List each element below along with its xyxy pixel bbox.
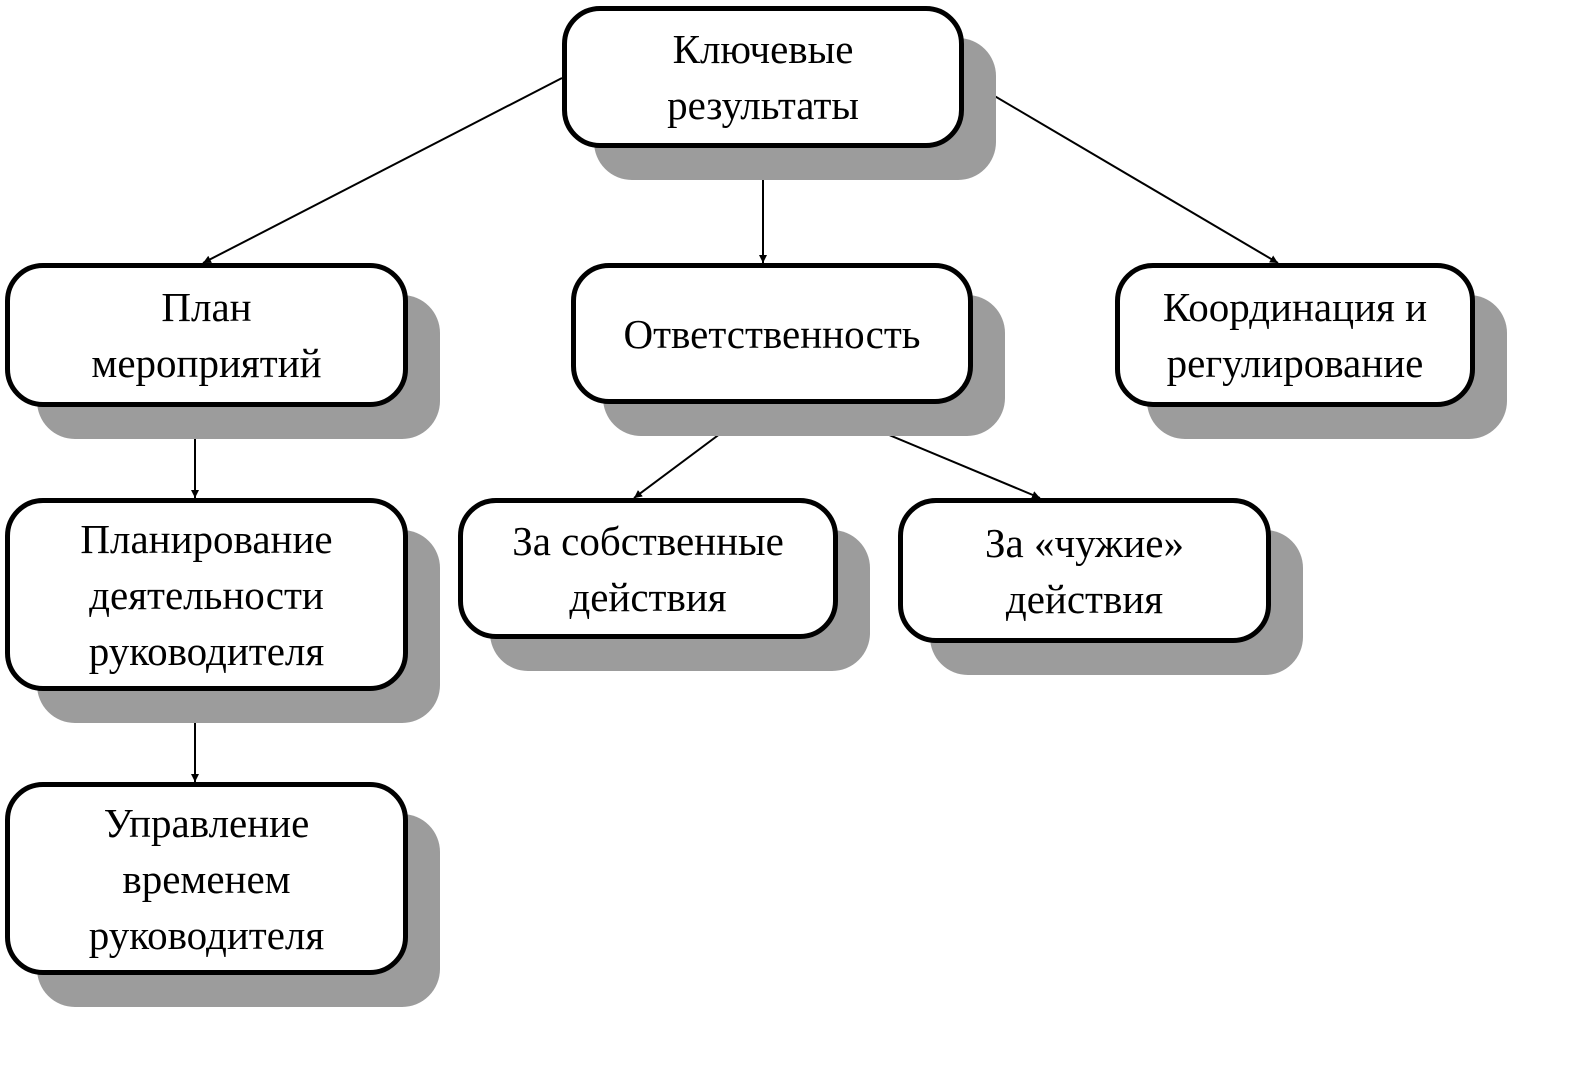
node-responsibility: Ответственность (571, 263, 973, 404)
node-time-management: Управление временем руководителя (5, 782, 408, 975)
node-coordination: Координация и регулирование (1115, 263, 1475, 407)
node-others-actions: За «чужие» действия (898, 498, 1271, 643)
node-action-plan: План мероприятий (5, 263, 408, 407)
node-time-management-label: Управление временем руководителя (88, 799, 325, 958)
node-own-actions: За собственные действия (458, 498, 838, 639)
node-responsibility-label: Ответственность (623, 310, 921, 357)
node-key-results: Ключевые результаты (562, 6, 964, 148)
arrow-resp-to-own (633, 403, 761, 499)
arrow-key-to-plan (202, 77, 563, 264)
arrow-resp-to-other (814, 403, 1041, 499)
arrow-key-to-coord (963, 77, 1279, 264)
node-planning-activity: Планирование деятельности руководителя (5, 498, 408, 691)
node-coordination-label: Координация и регулирование (1162, 284, 1428, 386)
node-own-actions-label: За собственные действия (512, 517, 784, 620)
node-key-results-label: Ключевые результаты (667, 26, 859, 128)
node-others-actions-label: За «чужие» действия (984, 519, 1185, 622)
node-action-plan-label: План мероприятий (91, 284, 322, 386)
node-planning-activity-label: Планирование деятельности руководителя (80, 515, 333, 674)
